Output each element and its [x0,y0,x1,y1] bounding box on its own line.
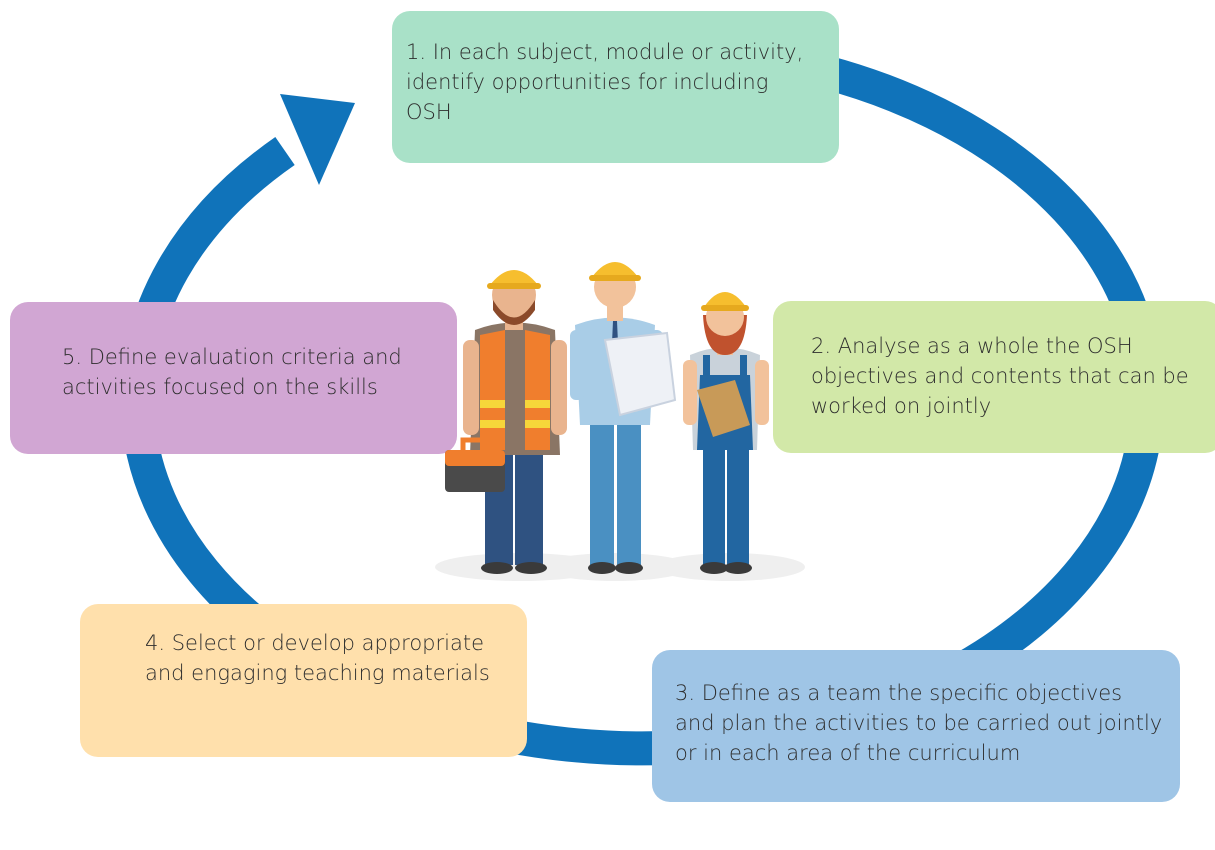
step-5-box: 5. Define evaluation criteria and activi… [10,302,457,454]
step-3-box: 3. Define as a team the specific objecti… [652,650,1180,802]
construction-workers-illustration [435,262,805,581]
step-1-box: 1. In each subject, module or activity, … [392,11,839,163]
worker-right-icon [683,292,769,574]
arrow-head-icon [280,94,355,185]
step-4-text: 4. Select or develop appropriate and eng… [145,631,490,685]
step-5-text: 5. Define evaluation criteria and activi… [62,345,402,399]
worker-left-icon [445,270,567,574]
step-3-text: 3. Define as a team the specific objecti… [675,681,1163,765]
step-4-box: 4. Select or develop appropriate and eng… [80,604,527,757]
step-2-text: 2. Analyse as a whole the OSH objectives… [811,334,1189,418]
step-1-text: 1. In each subject, module or activity, … [406,40,804,124]
worker-middle-icon [570,262,677,574]
step-2-box: 2. Analyse as a whole the OSH objectives… [773,301,1215,453]
